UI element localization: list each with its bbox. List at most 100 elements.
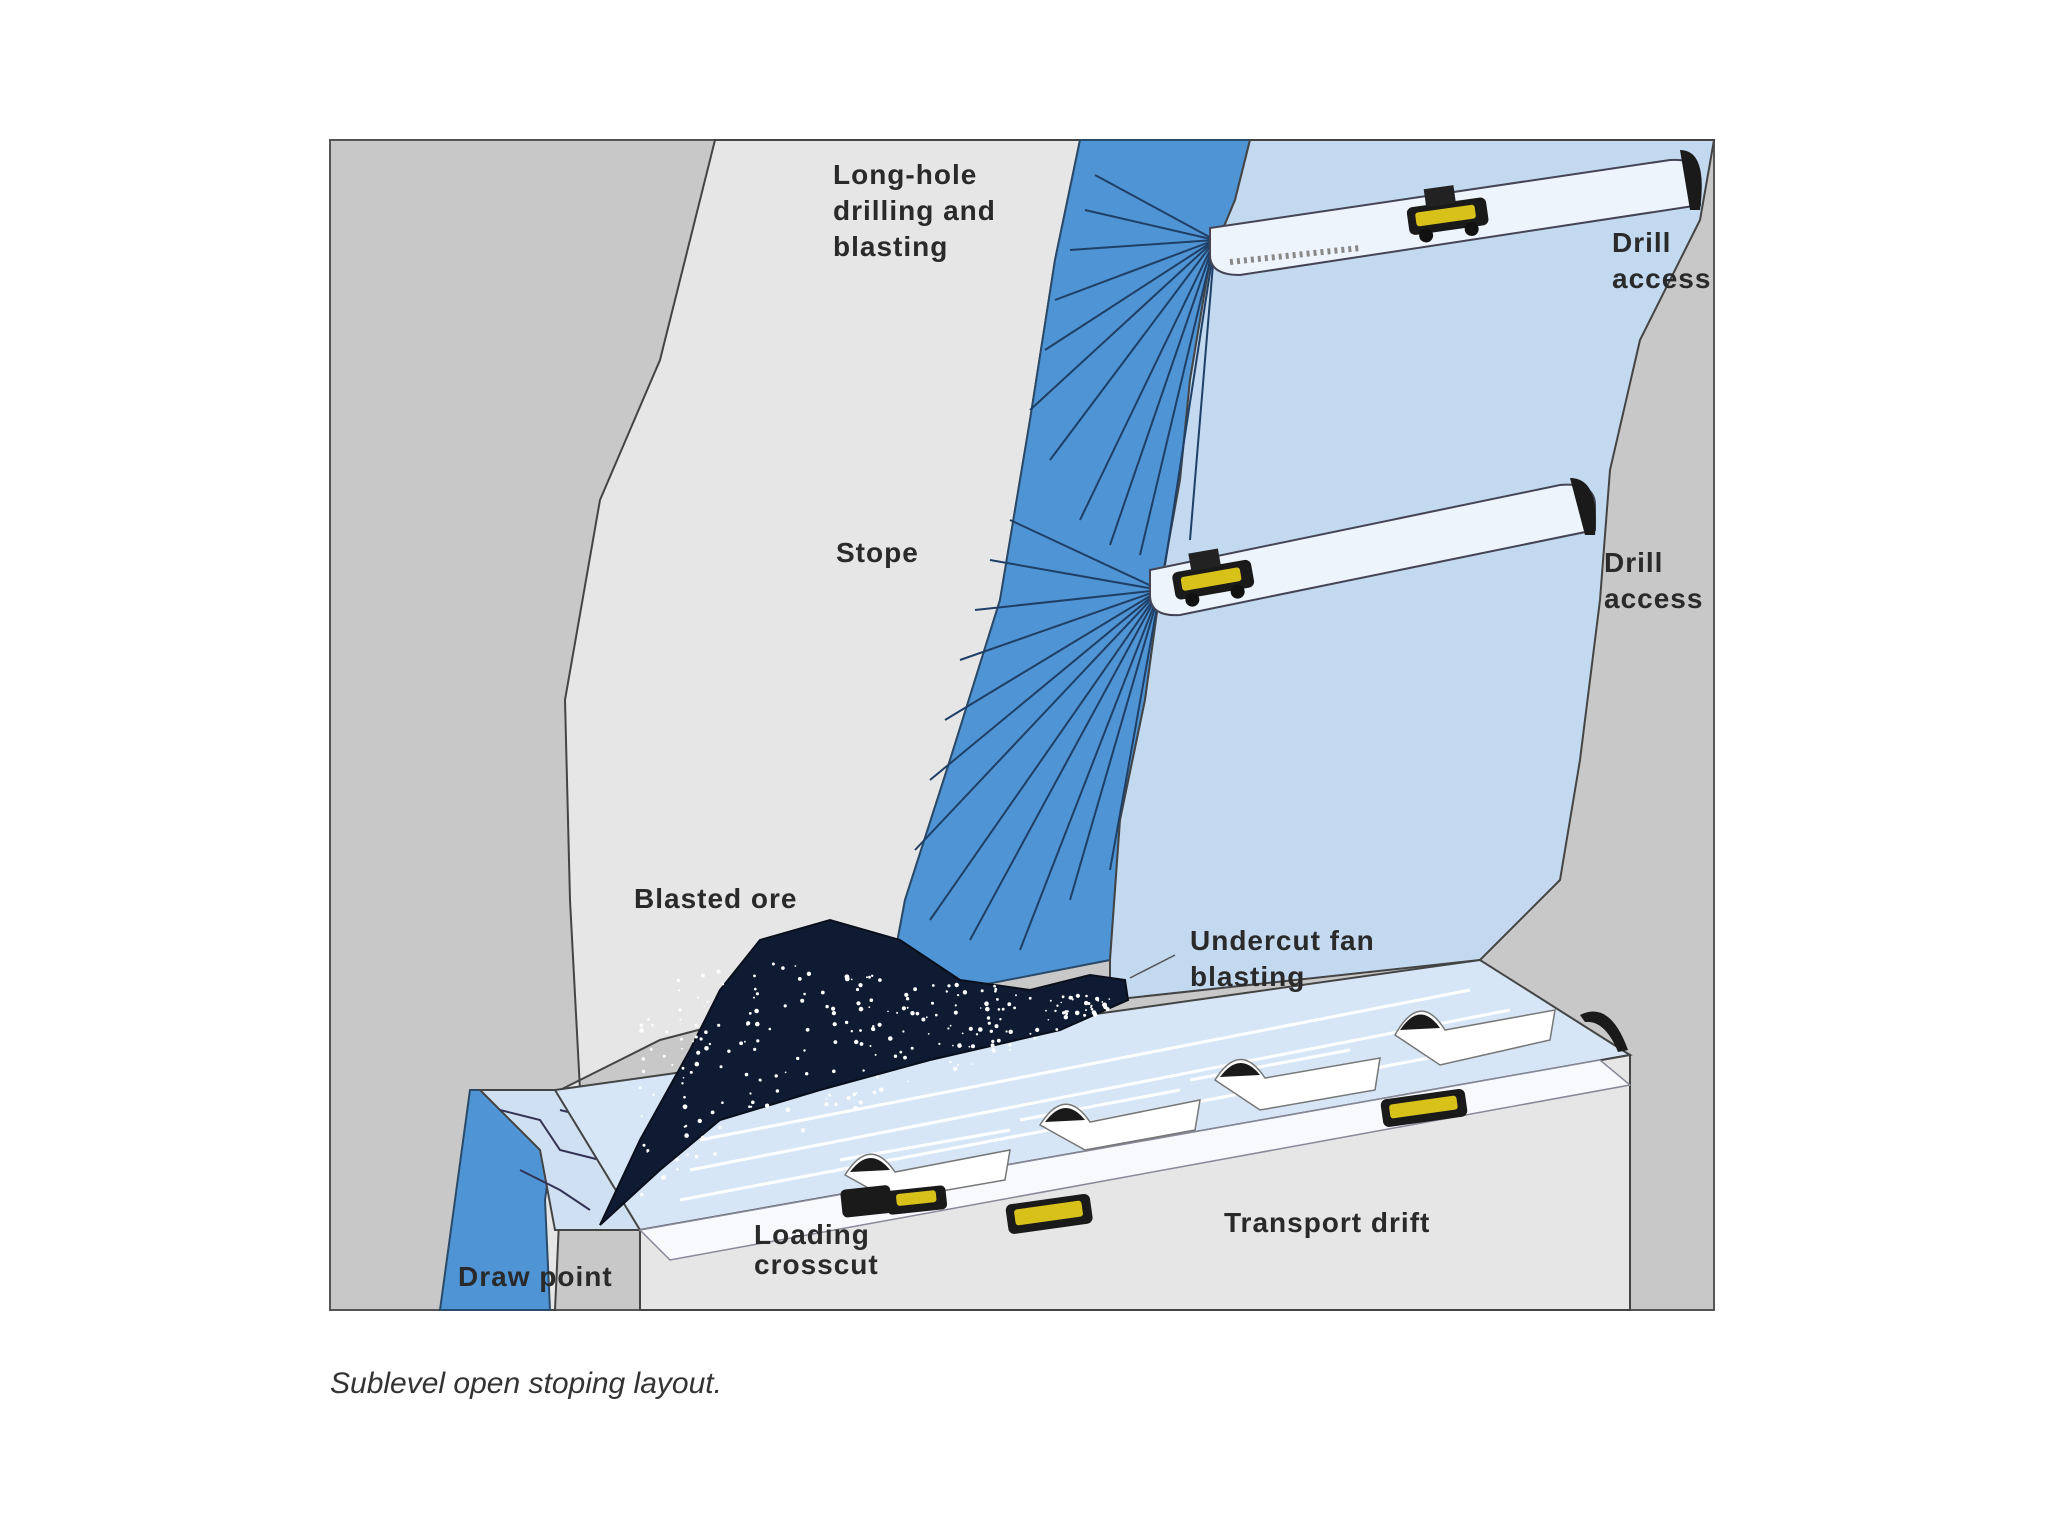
ore-speck — [957, 1043, 962, 1048]
ore-speck — [775, 1089, 780, 1093]
label-drill-access-mid: Drill access — [1604, 547, 1703, 614]
ore-speck — [748, 1012, 752, 1015]
ore-speck — [639, 1023, 644, 1028]
ore-speck — [1013, 1006, 1016, 1010]
ore-speck — [979, 1007, 982, 1009]
ore-speck — [825, 1004, 829, 1009]
ore-speck — [640, 1115, 643, 1118]
label-transport-drift: Transport drift — [1224, 1207, 1430, 1238]
ore-speck — [696, 1050, 701, 1055]
ore-speck — [647, 1018, 650, 1021]
ore-speck — [824, 1102, 829, 1107]
ore-speck — [874, 1053, 877, 1056]
ore-speck — [1008, 1029, 1013, 1035]
truck-1 — [1005, 1193, 1093, 1234]
ore-speck — [719, 1065, 723, 1069]
ore-speck — [1083, 1013, 1087, 1017]
ore-speck — [750, 1105, 753, 1108]
ore-speck — [859, 1029, 862, 1032]
ore-speck — [746, 1022, 749, 1026]
ore-speck — [877, 1022, 882, 1027]
ore-speck — [931, 1001, 934, 1005]
ore-speck — [700, 1135, 705, 1140]
ore-speck — [1001, 1007, 1005, 1011]
ore-speck — [927, 1033, 930, 1035]
ore-speck — [961, 1032, 964, 1035]
ore-speck — [896, 1011, 899, 1014]
ore-speck — [676, 1168, 679, 1171]
ore-speck — [947, 1027, 950, 1030]
ore-speck — [744, 1040, 746, 1043]
ore-speck — [949, 1060, 952, 1064]
ore-speck — [832, 1069, 836, 1074]
ore-speck — [831, 1006, 836, 1011]
ore-speck — [862, 1069, 865, 1072]
ore-speck — [832, 1022, 837, 1027]
ore-speck — [888, 1036, 893, 1041]
ore-speck — [1105, 1007, 1110, 1012]
ore-speck — [947, 984, 951, 988]
ore-speck — [1007, 1002, 1012, 1007]
ore-speck — [649, 1048, 653, 1051]
ore-speck — [675, 1158, 679, 1162]
ore-speck — [651, 1023, 654, 1027]
ore-speck — [646, 1151, 648, 1153]
fan-holes-upper — [1029, 174, 1216, 566]
ore-speck — [652, 1093, 655, 1097]
ore-speck — [957, 1063, 960, 1066]
ore-speck — [671, 1063, 674, 1066]
ore-speck — [805, 1027, 810, 1032]
ore-speck — [684, 1133, 689, 1138]
ore-speck — [868, 1006, 871, 1009]
ore-speck — [1097, 999, 1100, 1002]
ore-speck — [1029, 1032, 1032, 1035]
ore-speck — [905, 997, 910, 1001]
ore-speck — [679, 1018, 682, 1021]
ore-speck — [754, 987, 757, 991]
ore-speck — [850, 1030, 853, 1033]
ore-speck — [739, 1041, 743, 1046]
ore-speck — [754, 1008, 759, 1014]
ore-speck — [700, 973, 705, 978]
ore-speck — [716, 969, 721, 974]
ore-speck — [985, 1006, 990, 1012]
ore-speck — [796, 1056, 800, 1061]
ore-speck — [913, 987, 917, 992]
ore-speck — [710, 1110, 715, 1115]
ore-speck — [784, 1071, 787, 1074]
ore-speck — [676, 978, 681, 983]
ore-speck — [903, 1055, 907, 1060]
ore-speck — [866, 976, 868, 979]
ore-speck — [970, 1063, 973, 1065]
ore-speck — [1084, 1000, 1089, 1006]
ore-speck — [878, 978, 882, 982]
ore-speck — [833, 1040, 838, 1044]
ore-speck — [755, 992, 760, 996]
ore-speck — [1056, 1004, 1059, 1007]
ore-speck — [850, 978, 853, 981]
ore-speck — [854, 1039, 859, 1045]
ore-speck — [694, 1023, 698, 1028]
ore-speck — [697, 996, 700, 999]
ore-speck — [915, 1011, 920, 1016]
ore-speck — [996, 1038, 1001, 1043]
ore-speck — [694, 1035, 698, 1039]
label-blasted-ore: Blasted ore — [634, 883, 798, 914]
ore-speck — [1065, 1012, 1068, 1016]
ore-speck — [749, 1092, 752, 1095]
ore-speck — [638, 1086, 642, 1090]
ore-speck — [753, 1047, 757, 1051]
ore-speck — [997, 1008, 1001, 1011]
ore-speck — [906, 1006, 909, 1009]
ore-speck — [684, 1124, 688, 1128]
ore-speck — [904, 992, 909, 998]
ore-speck — [1062, 1011, 1066, 1015]
ore-speck — [954, 1004, 957, 1007]
ore-speck — [953, 1066, 958, 1072]
ore-speck — [681, 1082, 684, 1085]
ore-speck — [683, 1095, 686, 1099]
ore-speck — [858, 1100, 863, 1105]
ore-speck — [828, 1093, 832, 1097]
ore-speck — [994, 1024, 999, 1029]
ore-speck — [846, 1096, 851, 1100]
